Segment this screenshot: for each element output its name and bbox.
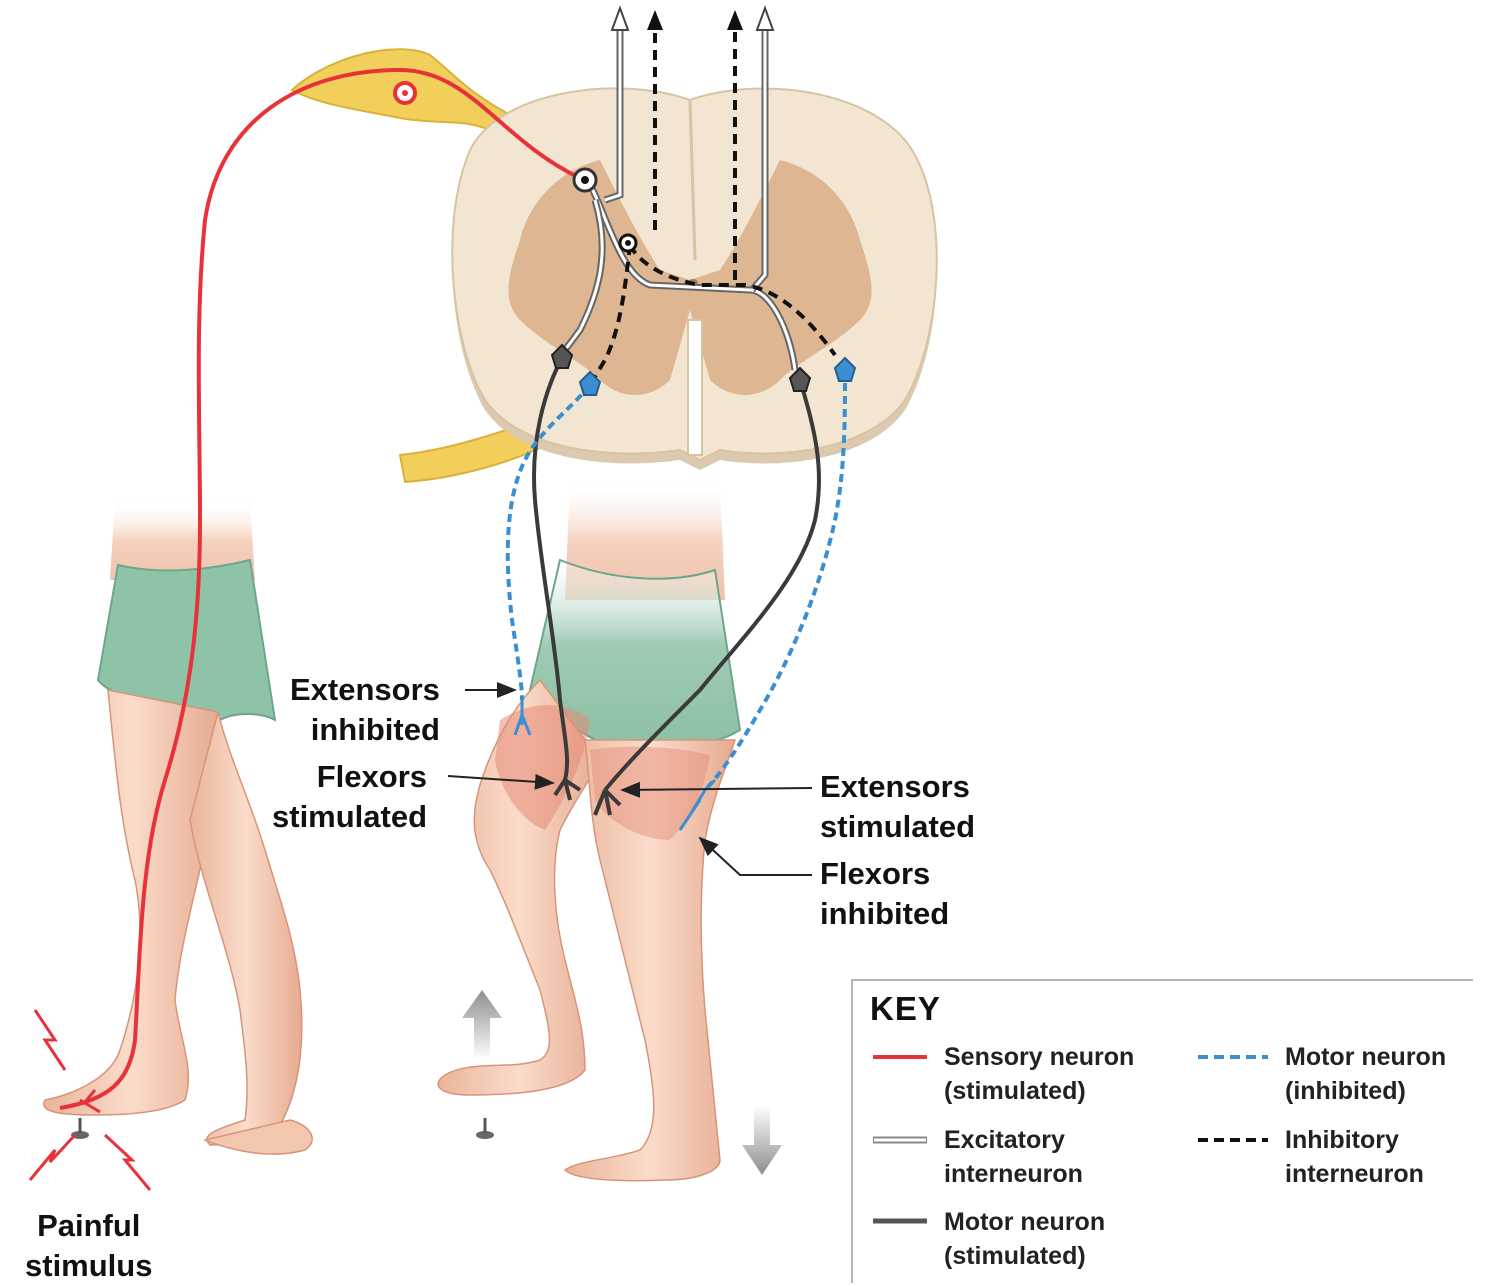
push-down-arrow-icon [742,1105,782,1175]
key-item-line1: Motor neuron [1285,1040,1446,1074]
label-flexors-inhibited: Flexors inhibited [820,854,949,934]
tack-icon-right [476,1118,494,1139]
label-extensors-stimulated: Extensors stimulated [820,767,975,847]
label-line: Flexors [272,757,427,797]
key-item-line1: Sensory neuron [944,1040,1134,1074]
label-extensors-inhibited: Extensors inhibited [290,670,440,750]
key-item-line2: (stimulated) [944,1074,1134,1108]
key-title: KEY [870,990,941,1028]
label-line: stimulated [820,807,975,847]
key-item-line2: interneuron [1285,1157,1424,1191]
key-item-excitatory-interneuron: Excitatory interneuron [944,1123,1083,1191]
key-item-sensory-neuron: Sensory neuron (stimulated) [944,1040,1134,1108]
key-item-line1: Excitatory [944,1123,1083,1157]
label-line: Painful [25,1206,152,1246]
key-item-line1: Motor neuron [944,1205,1105,1239]
label-line: stimulated [272,797,427,837]
label-line: Extensors [820,767,975,807]
lift-up-arrow-icon [462,990,502,1060]
key-item-motor-neuron-stimulated: Motor neuron (stimulated) [944,1205,1105,1273]
right-person [438,480,740,1181]
label-line: stimulus [25,1246,152,1286]
label-line: Extensors [290,670,440,710]
label-painful-stimulus: Painful stimulus [25,1206,152,1286]
spinal-cord-cross-section [452,88,937,470]
key-item-motor-neuron-inhibited: Motor neuron (inhibited) [1285,1040,1446,1108]
key-item-line2: (inhibited) [1285,1074,1446,1108]
label-line: inhibited [290,710,440,750]
key-item-inhibitory-interneuron: Inhibitory interneuron [1285,1123,1424,1191]
label-line: Flexors [820,854,949,894]
key-item-line2: (stimulated) [944,1239,1105,1273]
key-item-line2: interneuron [944,1157,1083,1191]
label-flexors-stimulated: Flexors stimulated [272,757,427,837]
key-item-line1: Inhibitory [1285,1123,1424,1157]
label-line: inhibited [820,894,949,934]
